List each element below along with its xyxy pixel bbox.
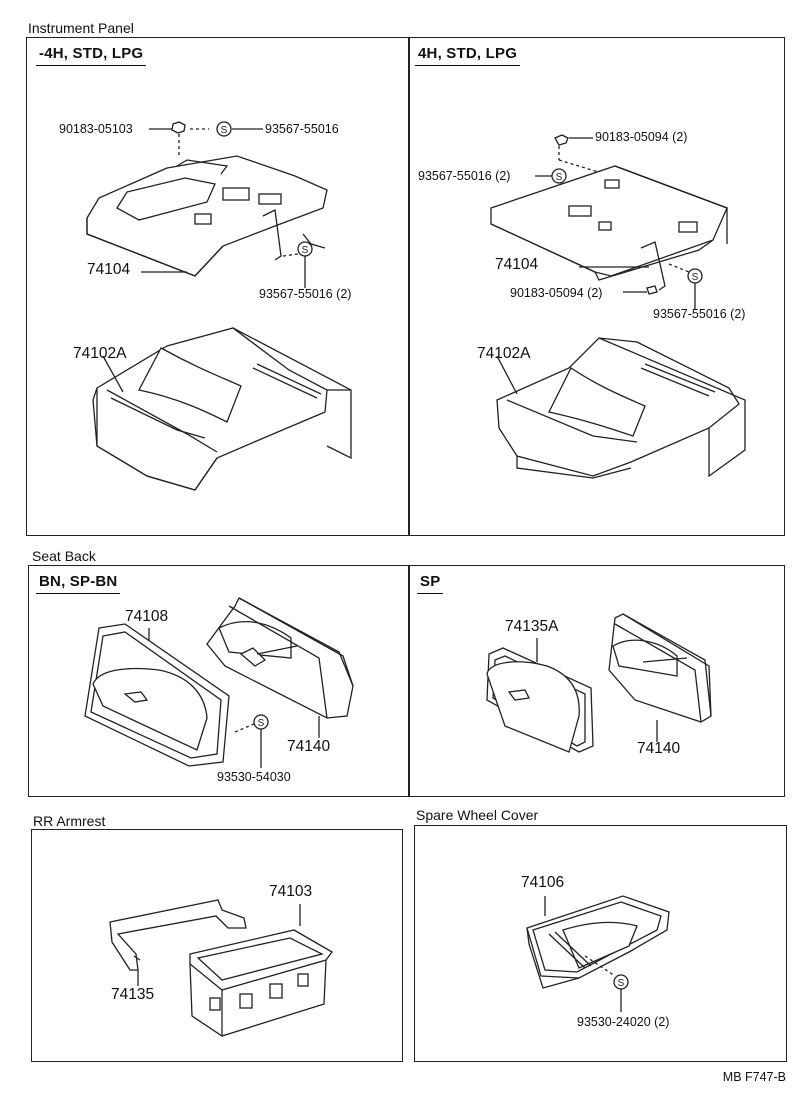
part-label-screw-side: 93567-55016 (2) <box>653 307 746 321</box>
part-label-screw: 93530-54030 <box>217 770 291 784</box>
part-label-housing: 74140 <box>637 740 681 757</box>
part-label-ashtray: 74103 <box>269 883 313 900</box>
screw-symbol: S <box>692 272 699 283</box>
part-label-box: 74102A <box>477 345 531 362</box>
screw-symbol: S <box>618 978 625 989</box>
panel-title: 4H, STD, LPG <box>414 45 521 66</box>
part-label-screw-side: 93567-55016 (2) <box>259 287 352 301</box>
seat-back-right-drawing <box>486 613 712 753</box>
part-label-screw-top: 93567-55016 (2) <box>418 169 511 183</box>
part-label-ashtray: 74135A <box>505 618 559 635</box>
part-label-tray: 74104 <box>495 256 539 273</box>
part-label-bracket: 74135 <box>111 986 155 1003</box>
screw-symbol: S <box>221 125 228 136</box>
part-label-nut-side: 90183-05094 (2) <box>510 286 603 300</box>
part-label-ashtray: 74106 <box>521 874 565 891</box>
part-label-box: 74102A <box>73 345 127 362</box>
part-label-screw: 93530-24020 (2) <box>577 1015 670 1029</box>
instrument-panel-right-drawing: S S <box>490 134 746 479</box>
section-title-seat-back: Seat Back <box>32 548 96 564</box>
screw-symbol: S <box>302 245 309 256</box>
screw-symbol: S <box>556 172 563 183</box>
diagram-code: MB F747-B <box>722 1070 786 1084</box>
panel-title: BN, SP-BN <box>35 573 121 594</box>
panel-spare-wheel-cover: 74106 93530-24020 (2) S <box>414 825 787 1062</box>
instrument-panel-left-drawing: S S <box>86 121 352 491</box>
part-label-nut-top: 90183-05094 (2) <box>595 130 688 144</box>
section-title-rr-armrest: RR Armrest <box>33 813 106 829</box>
panel-title: -4H, STD, LPG <box>35 45 147 66</box>
spare-wheel-cover-drawing: S <box>526 895 670 1012</box>
section-title-instrument-panel: Instrument Panel <box>28 20 134 36</box>
panel-instrument-panel-left: -4H, STD, LPG 90183-05103 93567-55016 74… <box>26 37 410 536</box>
section-title-spare-wheel-cover: Spare Wheel Cover <box>416 807 539 823</box>
panel-rr-armrest: 74103 74135 <box>31 829 403 1062</box>
panel-seat-back-right: SP 74135A 74140 <box>408 565 785 797</box>
panel-title: SP <box>416 573 444 594</box>
screw-symbol: S <box>258 718 265 729</box>
part-label-ashtray: 74108 <box>125 608 169 625</box>
panel-seat-back-left: BN, SP-BN 74108 74140 93530-54030 S <box>28 565 410 797</box>
part-label-screw: 93567-55016 <box>265 122 339 136</box>
seat-back-left-drawing: S <box>84 597 354 768</box>
rr-armrest-drawing <box>109 899 333 1037</box>
panel-instrument-panel-right: 4H, STD, LPG 90183-05094 (2) 93567-55016… <box>408 37 785 536</box>
part-label-housing: 74140 <box>287 738 331 755</box>
part-label-tray: 74104 <box>87 261 131 278</box>
part-label-nut: 90183-05103 <box>59 122 133 136</box>
